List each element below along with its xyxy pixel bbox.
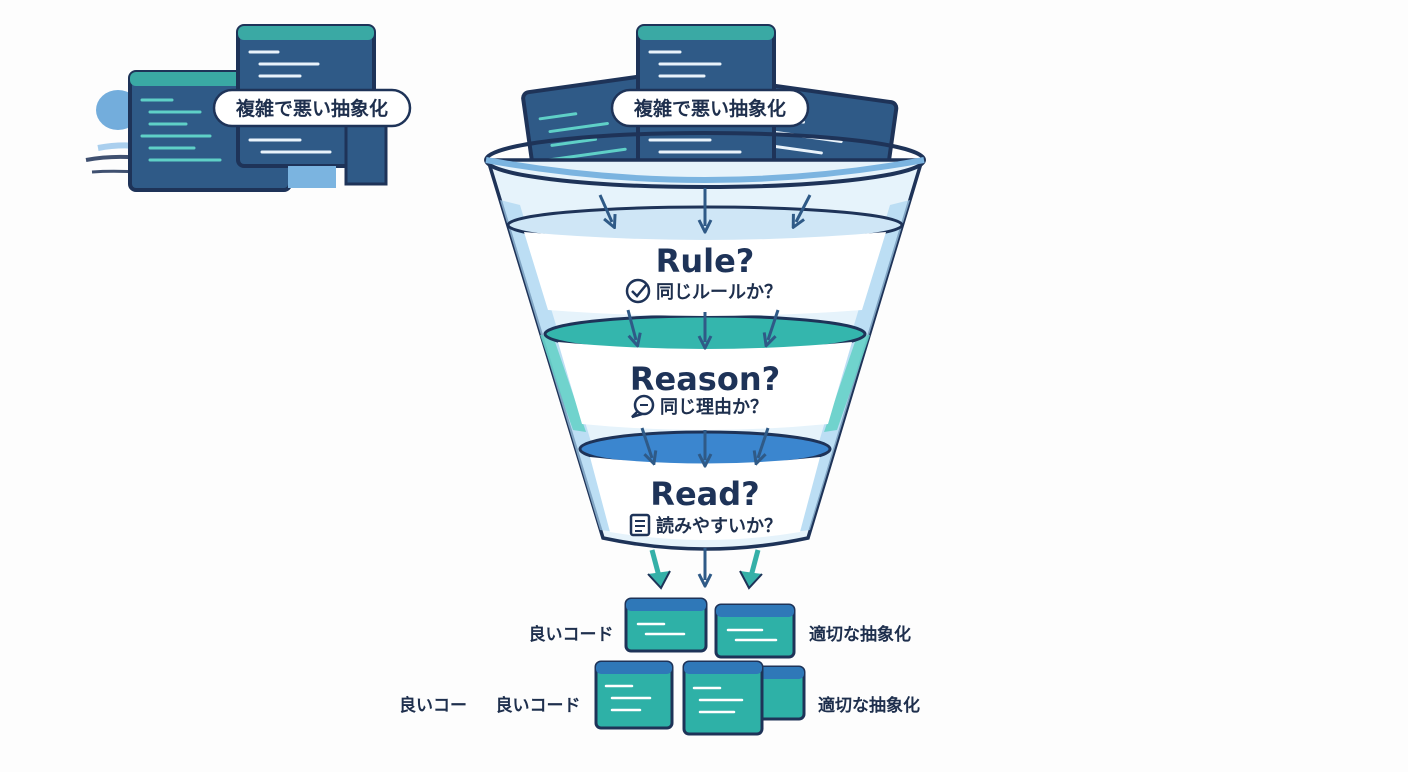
check-circle-icon xyxy=(625,278,651,304)
flow-arrows-top xyxy=(598,188,812,226)
flow-arrows-lower xyxy=(640,427,770,460)
good-code-card-2 xyxy=(714,603,796,659)
stage-panel-1 xyxy=(524,232,886,316)
bad-abstraction-label-center: 複雑で悪い抽象化 xyxy=(633,97,786,120)
bad-abstraction-pill-left: 複雑で悪い抽象化 xyxy=(212,88,412,128)
funnel: 複雑で悪い抽象化 xyxy=(484,24,926,551)
output-arrows xyxy=(647,548,763,590)
stage-title-reason: Reason? xyxy=(630,360,780,398)
good-code-card-1 xyxy=(624,597,708,653)
stage-subtitle-rule: 同じルールか？ xyxy=(656,282,782,303)
stage-subtitle-reason: 同じ理由か？ xyxy=(660,396,768,418)
output-cards xyxy=(594,597,806,736)
output-label-good-code-2: 良いコード xyxy=(496,695,581,716)
left-bad-code-cluster: 複雑で悪い抽象化 xyxy=(85,24,412,192)
output-label-abstraction-2: 適切な抽象化 xyxy=(818,695,920,716)
stage-subtitle-read: 読みやすいか？ xyxy=(656,515,782,537)
bad-abstraction-label-left: 複雑で悪い抽象化 xyxy=(235,97,388,120)
output-label-good-code-1: 良いコード xyxy=(529,624,614,645)
stage-title-rule: Rule? xyxy=(656,242,755,280)
bad-abstraction-pill-center: 複雑で悪い抽象化 xyxy=(610,88,810,128)
stage-panel-3 xyxy=(590,457,820,540)
stage-title-read: Read? xyxy=(650,475,759,513)
output-label-abstraction-1: 適切な抽象化 xyxy=(809,624,911,645)
stage-panel-2 xyxy=(558,342,852,430)
good-code-card-5 xyxy=(682,660,764,736)
good-code-card-3 xyxy=(594,660,674,730)
output-label-good-code-partial: 良いコー xyxy=(399,695,467,716)
document-icon xyxy=(629,513,651,537)
search-bubble-icon xyxy=(631,394,655,419)
flow-arrows-middle xyxy=(626,309,780,342)
good-code-card-4 xyxy=(752,665,806,721)
